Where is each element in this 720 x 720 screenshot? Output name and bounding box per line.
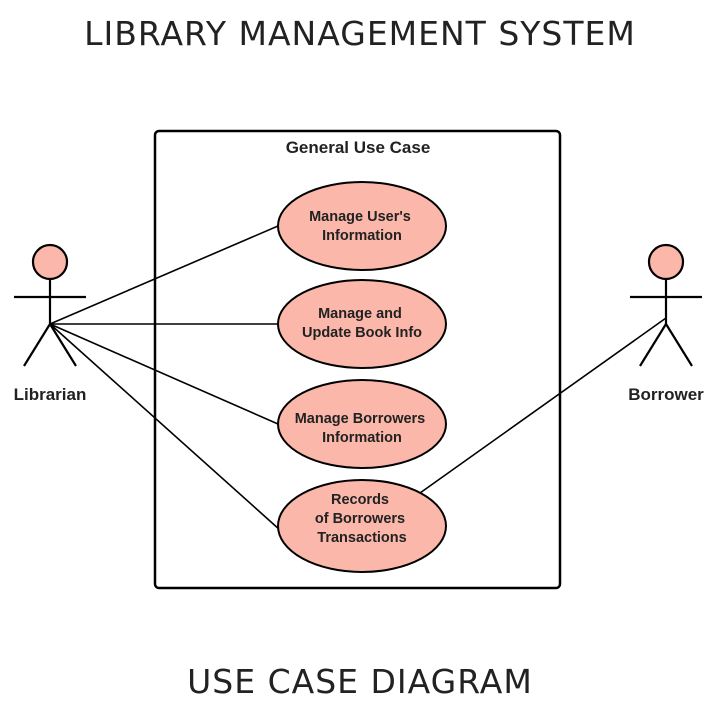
associations (49, 225, 667, 531)
use-case-ellipse (277, 379, 447, 469)
use-case-line: Records (331, 492, 389, 508)
use-case-line: of Borrowers (315, 511, 405, 527)
actor-head (31, 243, 69, 281)
svg-text:Manage User's Informatio: Manage User's Information (309, 209, 415, 244)
use-case-ellipse (277, 181, 447, 271)
actor-librarian (14, 243, 86, 367)
svg-text:Records of Borrowers: Records of Borrowers Transactions (315, 492, 409, 546)
association-librarian-uc4 (49, 323, 281, 531)
actor-label-librarian: Librarian (14, 385, 87, 404)
diagram-subtitle: USE CASE DIAGRAM (187, 662, 533, 701)
actor-label-borrower: Borrower (628, 385, 704, 404)
use-case-ellipse (277, 479, 447, 573)
use-case-line: Information (322, 430, 402, 446)
actor-head (647, 243, 685, 281)
actor-right-leg (49, 323, 77, 367)
association-librarian-uc1 (49, 225, 279, 325)
svg-text:Manage Borrowers Informa: Manage Borrowers Information (295, 411, 430, 446)
use-case-3: Manage Borrowers Information (277, 379, 447, 469)
association-borrower-uc4 (419, 317, 667, 494)
actor-borrower (630, 243, 702, 367)
svg-text:Manage and Update Book I: Manage and Update Book Info (302, 306, 422, 341)
diagram-title: LIBRARY MANAGEMENT SYSTEM (84, 14, 636, 53)
use-case-4: Records of Borrowers Transactions (277, 479, 447, 573)
actor-left-leg (23, 323, 51, 367)
use-case-line: Update Book Info (302, 325, 422, 341)
use-case-2: Manage and Update Book Info (277, 279, 447, 369)
use-case-1: Manage User's Information (277, 181, 447, 271)
use-case-ellipse (277, 279, 447, 369)
system-boundary-label: General Use Case (286, 138, 431, 157)
use-case-line: Manage and (318, 306, 402, 322)
actor-left-leg (639, 323, 667, 367)
use-case-line: Manage Borrowers (295, 411, 426, 427)
use-case-line: Transactions (317, 530, 406, 546)
use-case-line: Manage User's (309, 209, 411, 225)
use-case-line: Information (322, 228, 402, 244)
actor-right-leg (665, 323, 693, 367)
association-librarian-uc3 (49, 323, 279, 425)
